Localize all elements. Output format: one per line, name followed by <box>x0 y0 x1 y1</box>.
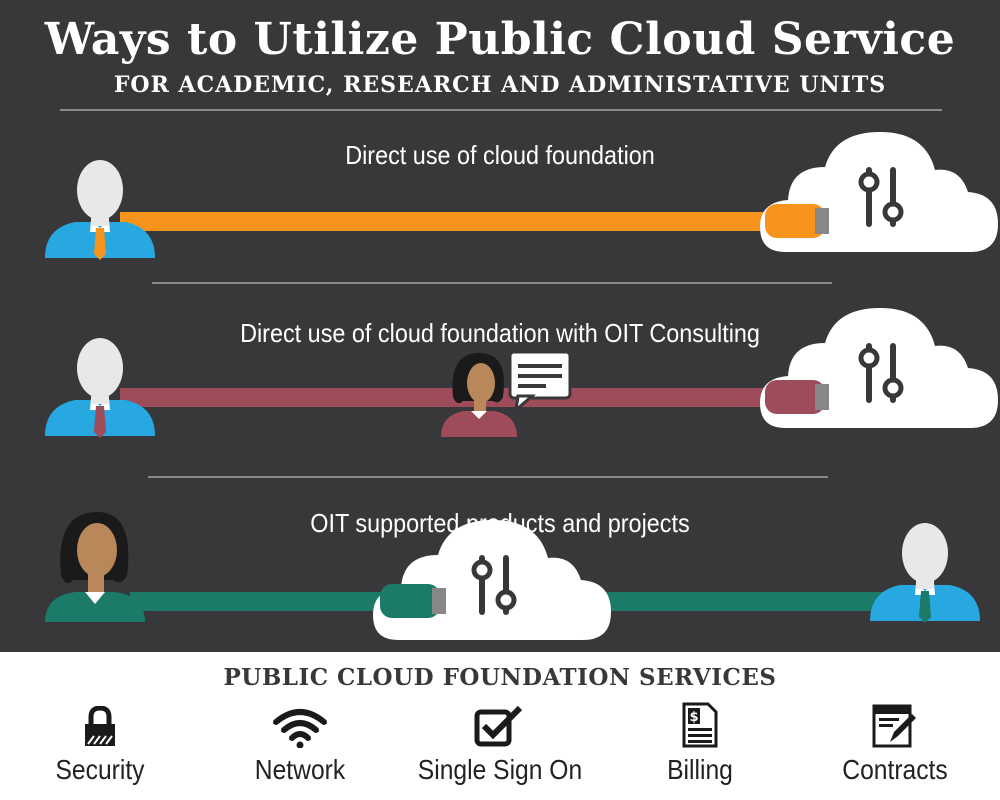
service-label: Single Sign On <box>417 754 583 785</box>
service-billing: $ Billing <box>600 700 800 786</box>
row-3-label: OIT supported products and projects <box>310 508 690 538</box>
plug-connector-icon <box>765 204 825 238</box>
row-3-graphic <box>45 512 980 640</box>
consultant-female-icon <box>441 353 517 437</box>
plug-connector-icon <box>380 584 440 618</box>
diagram-art <box>45 109 1000 652</box>
page-subtitle: FOR ACADEMIC, RESEARCH AND ADMINISTATIVE… <box>113 72 887 98</box>
male-user-icon <box>870 523 980 623</box>
lock-icon <box>0 700 200 748</box>
service-network: Network <box>200 700 400 786</box>
svg-text:$: $ <box>689 710 698 725</box>
male-user-icon <box>45 160 155 260</box>
service-label: Contracts <box>842 754 948 785</box>
billing-document-icon: $ <box>600 700 800 748</box>
service-label: Billing <box>667 754 733 785</box>
row-1-graphic <box>45 132 998 260</box>
row-1-label: Direct use of cloud foundation <box>345 140 655 170</box>
service-label: Security <box>55 754 145 785</box>
service-single-sign-on: Single Sign On <box>400 700 600 786</box>
service-security: Security <box>0 700 200 786</box>
male-user-icon <box>45 338 155 438</box>
service-label: Network <box>254 754 346 785</box>
orange-cable <box>120 212 780 231</box>
plug-connector-icon <box>765 380 825 414</box>
female-user-icon <box>45 512 145 622</box>
row-2-graphic <box>45 308 998 438</box>
speech-bubble-icon <box>508 350 572 414</box>
checkbox-icon <box>400 700 600 748</box>
service-contracts: Contracts <box>795 700 995 786</box>
services-heading: PUBLIC CLOUD FOUNDATION SERVICES <box>223 664 777 691</box>
row-2-label: Direct use of cloud foundation with OIT … <box>240 318 760 348</box>
wifi-icon <box>200 700 400 748</box>
contract-pen-icon <box>795 700 995 748</box>
maroon-cable <box>120 388 780 407</box>
page-title: Ways to Utilize Public Cloud Service <box>44 14 956 65</box>
